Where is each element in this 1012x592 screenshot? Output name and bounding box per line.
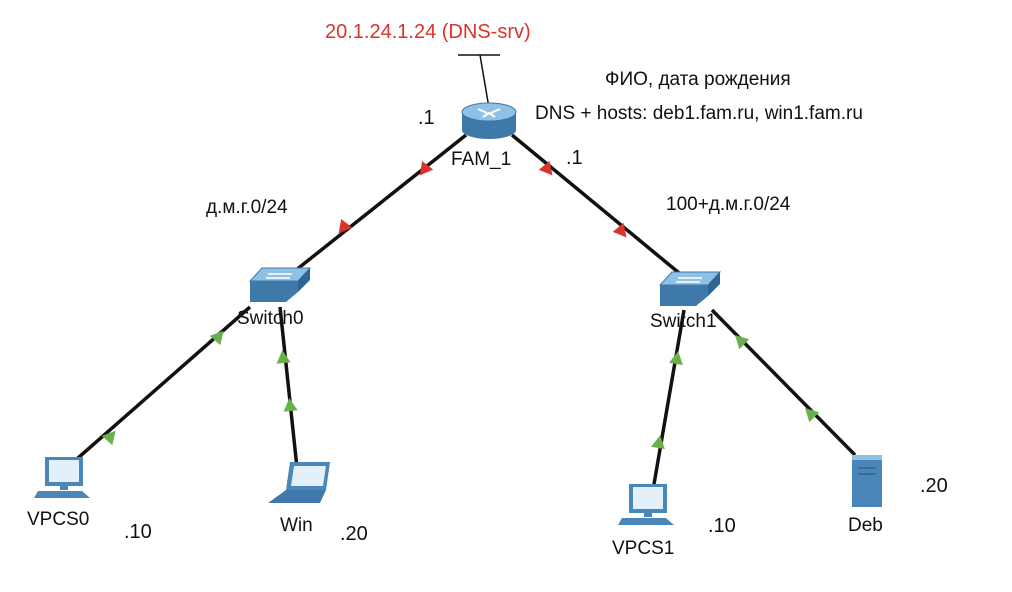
link-up-marker	[735, 335, 750, 350]
switch0-name: Switch0	[237, 308, 304, 329]
dns-server-cable	[479, 54, 490, 109]
vpcs0-ip: .10	[124, 521, 152, 543]
link-switch0-win	[278, 306, 299, 469]
deb-name: Deb	[848, 515, 883, 536]
router-name: FAM_1	[451, 149, 512, 170]
link-router-switch0	[284, 133, 468, 280]
laptop-icon[interactable]	[268, 462, 330, 503]
dns-server-label: 20.1.24.1.24 (DNS-srv)	[325, 21, 531, 43]
link-down-marker	[338, 218, 353, 234]
router-left-ip: .1	[418, 107, 435, 129]
link-switch1-vpcs1	[651, 309, 686, 491]
vpcs1-ip: .10	[708, 515, 736, 537]
pc-icon[interactable]	[618, 484, 674, 525]
win-ip: .20	[340, 523, 368, 545]
server-icon[interactable]	[852, 455, 882, 507]
router-icon[interactable]	[461, 102, 517, 139]
right-network-label: 100+д.м.г.0/24	[666, 194, 791, 215]
link-up-marker	[209, 330, 224, 346]
link-up-marker	[101, 430, 116, 446]
deb-ip: .20	[920, 475, 948, 497]
vpcs1-name: VPCS1	[612, 538, 675, 559]
link-up-marker	[276, 350, 291, 364]
link-up-marker	[805, 408, 820, 423]
link-router-switch1	[510, 133, 692, 284]
link-down-marker	[419, 160, 434, 176]
link-switch0-vpcs0	[68, 305, 252, 467]
link-down-marker	[538, 160, 553, 176]
link-switch1-deb	[710, 308, 857, 457]
dns-hosts-annotation: DNS + hosts: deb1.fam.ru, win1.fam.ru	[535, 103, 863, 124]
switch-icon[interactable]	[248, 267, 312, 302]
switch1-name: Switch1	[650, 311, 717, 332]
switch-icon[interactable]	[658, 271, 722, 306]
link-up-marker	[669, 351, 683, 366]
fio-annotation: ФИО, дата рождения	[605, 69, 791, 90]
vpcs0-name: VPCS0	[27, 509, 90, 530]
link-up-marker	[283, 398, 298, 412]
link-down-marker	[612, 222, 627, 238]
pc-icon[interactable]	[34, 457, 90, 498]
win-name: Win	[280, 515, 313, 536]
link-up-marker	[651, 435, 665, 450]
left-network-label: д.м.г.0/24	[206, 197, 288, 218]
router-right-ip: .1	[566, 147, 583, 169]
